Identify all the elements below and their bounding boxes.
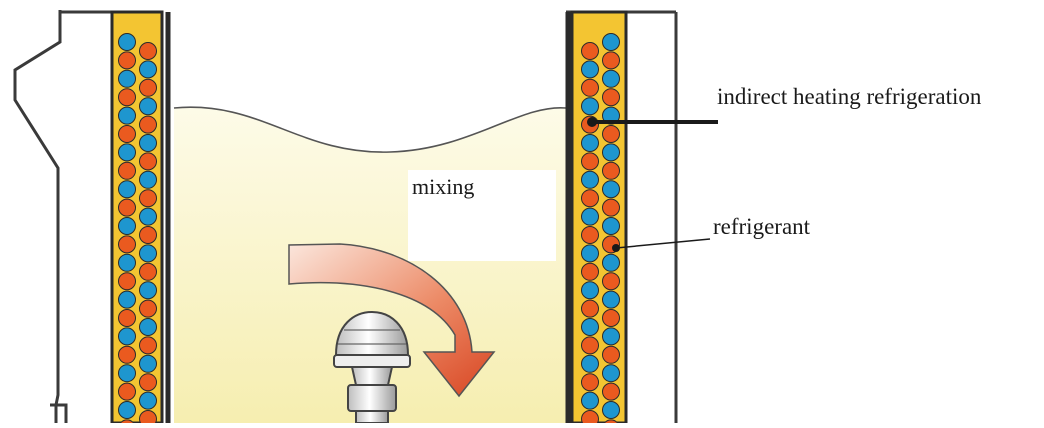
coolant-ball-left-balls-5 bbox=[139, 134, 157, 152]
heat-ball-left-balls-5 bbox=[118, 125, 136, 143]
coolant-ball-right-balls-3 bbox=[581, 97, 599, 116]
heat-ball-left-balls-6 bbox=[139, 152, 157, 171]
liquid-surface bbox=[173, 106, 567, 153]
coolant-ball-right-balls-5 bbox=[581, 134, 599, 152]
heat-ball-right-balls-16 bbox=[581, 336, 599, 355]
heat-ball-right-balls-3 bbox=[602, 88, 620, 107]
heat-ball-left-balls-10 bbox=[139, 226, 157, 244]
curved-arrow-icon bbox=[288, 243, 496, 398]
coolant-ball-right-balls-0 bbox=[602, 33, 620, 51]
heat-ball-left-balls-20 bbox=[139, 410, 157, 428]
heat-ball-right-balls-17 bbox=[602, 345, 620, 364]
coolant-ball-right-balls-9 bbox=[581, 207, 599, 226]
heat-ball-left-balls-9 bbox=[118, 198, 136, 217]
coolant-ball-left-balls-8 bbox=[118, 180, 136, 199]
coolant-ball-right-balls-17 bbox=[581, 354, 599, 373]
heat-ball-left-balls-1 bbox=[118, 51, 136, 70]
mixing-label: mixing bbox=[412, 174, 475, 199]
coolant-ball-right-balls-16 bbox=[602, 327, 620, 346]
heat-ball-left-balls-13 bbox=[118, 272, 136, 291]
coolant-ball-right-balls-20 bbox=[602, 401, 620, 419]
coolant-ball-left-balls-2 bbox=[118, 69, 136, 88]
heat-ball-left-balls-12 bbox=[139, 262, 157, 281]
heat-ball-left-balls-14 bbox=[139, 299, 157, 318]
coolant-ball-left-balls-1 bbox=[139, 60, 157, 79]
heat-ball-right-balls-0 bbox=[581, 42, 599, 60]
coolant-ball-left-balls-9 bbox=[139, 207, 157, 226]
heat-ball-left-balls-15 bbox=[118, 309, 136, 327]
heat-ball-right-balls-13 bbox=[602, 272, 620, 291]
refrigerant-label: refrigerant bbox=[713, 214, 811, 239]
coolant-ball-left-balls-6 bbox=[118, 143, 136, 162]
heat-ball-right-balls-15 bbox=[602, 309, 620, 327]
coolant-ball-right-balls-13 bbox=[581, 281, 599, 300]
heat-ball-left-balls-16 bbox=[139, 336, 157, 355]
heat-ball-right-balls-18 bbox=[581, 373, 599, 392]
heat-ball-left-balls-0 bbox=[139, 42, 157, 60]
right-jacket-balls bbox=[581, 33, 620, 428]
heat-ball-left-balls-3 bbox=[118, 88, 136, 107]
heat-ball-right-balls-12 bbox=[581, 262, 599, 281]
heat-ball-right-balls-2 bbox=[581, 78, 599, 97]
coolant-ball-left-balls-18 bbox=[118, 364, 136, 383]
heat-ball-left-balls-11 bbox=[118, 235, 136, 254]
heat-ball-right-balls-20 bbox=[581, 410, 599, 428]
coolant-ball-left-balls-3 bbox=[139, 97, 157, 116]
vessel-left-outer-wall bbox=[13, 10, 62, 423]
coolant-ball-right-balls-11 bbox=[581, 244, 599, 263]
coolant-ball-left-balls-15 bbox=[139, 318, 157, 336]
coolant-ball-right-balls-7 bbox=[581, 170, 599, 189]
coolant-ball-right-balls-19 bbox=[581, 391, 599, 410]
indirect-heating-refrigeration-label: indirect heating refrigeration bbox=[717, 84, 982, 109]
coolant-ball-left-balls-7 bbox=[139, 170, 157, 189]
coolant-ball-right-balls-2 bbox=[602, 69, 620, 88]
coolant-ball-left-balls-17 bbox=[139, 354, 157, 373]
heat-ball-right-balls-1 bbox=[602, 51, 620, 70]
coolant-ball-left-balls-4 bbox=[118, 106, 136, 125]
coolant-ball-left-balls-11 bbox=[139, 244, 157, 263]
heat-ball-right-balls-7 bbox=[602, 161, 620, 180]
heat-ball-right-balls-6 bbox=[581, 152, 599, 171]
refrigerant-leader-line bbox=[615, 238, 711, 249]
coolant-ball-left-balls-13 bbox=[139, 281, 157, 300]
heat-ball-left-balls-18 bbox=[139, 373, 157, 392]
vessel-left-wall-step bbox=[50, 403, 68, 423]
heat-ball-right-balls-9 bbox=[602, 198, 620, 217]
heat-ball-right-balls-14 bbox=[581, 299, 599, 318]
heat-ball-right-balls-8 bbox=[581, 189, 599, 208]
coolant-ball-right-balls-12 bbox=[602, 253, 620, 272]
heat-ball-left-balls-7 bbox=[118, 161, 136, 180]
coolant-ball-right-balls-10 bbox=[602, 217, 620, 235]
heat-ball-right-balls-19 bbox=[602, 382, 620, 401]
heat-ball-left-balls-19 bbox=[118, 382, 136, 401]
coolant-ball-right-balls-1 bbox=[581, 60, 599, 79]
heat-ball-left-balls-8 bbox=[139, 189, 157, 208]
impeller-icon bbox=[333, 310, 411, 424]
coolant-ball-right-balls-15 bbox=[581, 318, 599, 336]
indirect-leader-dot bbox=[587, 117, 597, 127]
heat-ball-left-balls-4 bbox=[139, 115, 157, 134]
mixing-label-box bbox=[408, 170, 556, 261]
coolant-ball-right-balls-14 bbox=[602, 290, 620, 309]
coolant-ball-right-balls-6 bbox=[602, 143, 620, 162]
heat-ball-left-balls-2 bbox=[139, 78, 157, 97]
refrigerant-leader-dot bbox=[612, 244, 620, 252]
coolant-ball-left-balls-19 bbox=[139, 391, 157, 410]
heat-ball-right-balls-10 bbox=[581, 226, 599, 244]
heat-ball-left-balls-17 bbox=[118, 345, 136, 364]
coolant-ball-left-balls-12 bbox=[118, 253, 136, 272]
coolant-ball-left-balls-10 bbox=[118, 217, 136, 235]
heat-ball-right-balls-5 bbox=[602, 125, 620, 143]
coolant-ball-left-balls-20 bbox=[118, 401, 136, 419]
coolant-ball-left-balls-14 bbox=[118, 290, 136, 309]
coolant-ball-right-balls-8 bbox=[602, 180, 620, 199]
left-jacket-balls bbox=[118, 33, 157, 428]
coolant-ball-left-balls-0 bbox=[118, 33, 136, 51]
coolant-ball-right-balls-18 bbox=[602, 364, 620, 383]
coolant-ball-right-balls-4 bbox=[602, 106, 620, 125]
coolant-ball-left-balls-16 bbox=[118, 327, 136, 346]
